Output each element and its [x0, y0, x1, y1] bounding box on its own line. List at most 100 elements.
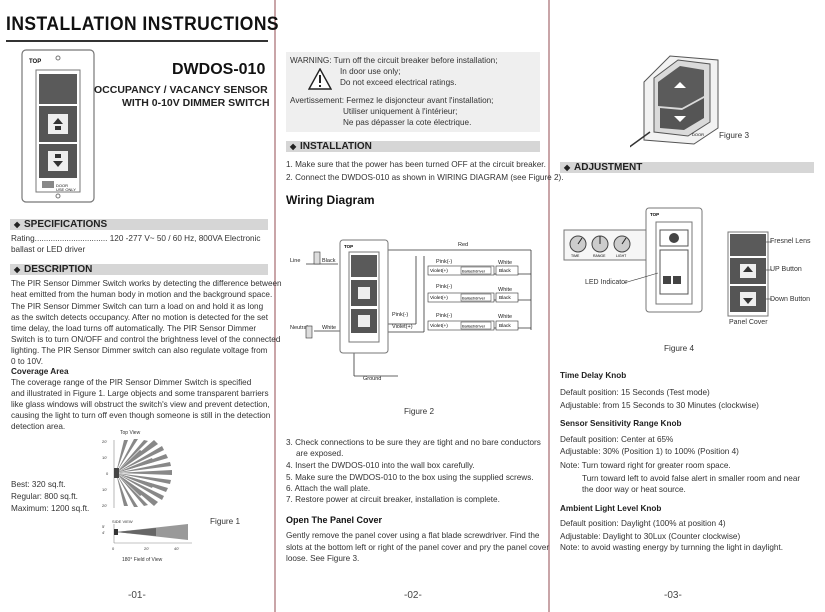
sensitivity-heading: Sensor Sensitivity Range Knob [560, 419, 682, 428]
ballast-group-1: Violet(+) Ballast/driver Black [427, 265, 519, 276]
ballast-label-3: Ballast/driver [462, 324, 486, 329]
coverage-line: The coverage range of the PIR Sensor Dim… [11, 378, 252, 387]
knob-light [613, 235, 631, 253]
installation-heading: ◆ INSTALLATION [286, 141, 540, 152]
y-tick: 0 [106, 471, 109, 476]
install-step-6: 6. Attach the wall plate. [286, 484, 371, 493]
coverage-line: and illustrated in Figure 1. Large objec… [11, 389, 269, 398]
ballast-label-2: Ballast/driver [462, 296, 486, 301]
install-step-4: 4. Insert the DWDOS-010 into the wall bo… [286, 461, 475, 470]
y-tick: 10' [102, 455, 107, 460]
black-right-3: Black [499, 323, 511, 329]
top-view-label: Top View [120, 430, 141, 436]
knob-label-time: TIME [571, 254, 580, 258]
violet-label-4: Violet(+) [392, 324, 413, 330]
panel-cover-line: Gently remove the panel cover using a fl… [286, 531, 540, 540]
led-indicator-label: LED Indicator [585, 279, 628, 286]
ambient-line: Note: to avoid wasting energy by turnnin… [560, 543, 784, 552]
warning-icon [308, 68, 332, 90]
coverage-best: Best: 320 sq.ft. [11, 480, 66, 489]
wiring-switch-illustration: TOP [339, 239, 389, 354]
warning-fr-line-3: Ne pas dépasser la cote électrique. [343, 118, 472, 127]
red-label: Red [458, 242, 468, 248]
description-heading: ◆ DESCRIPTION [10, 264, 268, 275]
sensitivity-line: Default position: Center at 65% [560, 435, 674, 444]
black-right-1: Black [499, 268, 511, 274]
pink-label-4: Pink(-) [392, 312, 408, 318]
diamond-icon: ◆ [290, 142, 297, 151]
ambient-line: Default position: Daylight (100% at posi… [560, 519, 726, 528]
time-delay-heading: Time Delay Knob [560, 371, 627, 380]
violet-label-1: Violet(+) [430, 268, 448, 274]
white-right-2: White [498, 287, 512, 293]
coverage-line: causing the light to turn off even thoug… [11, 411, 271, 420]
warning-line-3: Do not exceed electrical ratings. [340, 78, 457, 87]
install-step-5: 5. Make sure the DWDOS-010 to the box us… [286, 473, 534, 482]
fig3-door-label: DOOR [692, 132, 704, 137]
adjustment-heading: ◆ ADJUSTMENT [560, 162, 814, 173]
figure-3-caption: Figure 3 [719, 131, 750, 140]
desc-line: as the switch detects occupancy. After n… [11, 313, 268, 322]
spec-line-1: Rating................................ 1… [11, 234, 261, 243]
y-tick: 20' [102, 439, 107, 444]
product-subtitle-1: OCCUPANCY / VACANCY SENSOR [94, 84, 268, 96]
knob-label-range: RANGE [593, 254, 606, 258]
desc-line: 0 to 10V. [11, 357, 44, 366]
knob-range [591, 235, 609, 253]
pink-label-3: Pink(-) [436, 313, 452, 319]
black-right-2: Black [499, 295, 511, 301]
install-step-1: 1. Make sure that the power has been tur… [286, 160, 546, 169]
field-of-view-label: 180° Field of View [122, 557, 163, 563]
warning-fr-line-2: Utiliser uniquement à l'intérieur; [343, 107, 458, 116]
wiring-diagram: Line Black Neutral White Red Pink(-) Pin… [290, 239, 532, 382]
top-label: TOP [29, 59, 41, 65]
specifications-heading-text: SPECIFICATIONS [24, 219, 108, 230]
page-fold-2 [548, 0, 550, 612]
time-delay-line: Adjustable: from 15 Seconds to 30 Minute… [560, 401, 759, 410]
panel-cover-line: slots at the bottom left or right of the… [286, 543, 550, 552]
down-button-label: Down Button [770, 296, 811, 303]
sensitivity-note: Note: Turn toward right for greater room… [560, 461, 731, 470]
white-right-3: White [498, 314, 512, 320]
install-step-3: 3. Check connections to be sure they are… [286, 438, 541, 447]
diamond-icon: ◆ [14, 265, 21, 274]
neutral-label: Neutral [290, 325, 308, 331]
panel-cover-label: Panel Cover [729, 319, 768, 326]
figure-4-caption: Figure 4 [664, 344, 695, 353]
figure-3-illustration: DOOR [630, 55, 719, 148]
sensitivity-note: the door way or heat source. [582, 485, 686, 494]
white-right-1: White [498, 260, 512, 266]
side-x-tick: 0 [112, 546, 115, 551]
page-fold-1 [274, 0, 276, 612]
install-step-2: 2. Connect the DWDOS-010 as shown in WIR… [286, 173, 564, 182]
coverage-heading: Coverage Area [11, 367, 69, 376]
side-x-tick: 20' [144, 546, 149, 551]
ambient-heading: Ambient Light Level Knob [560, 504, 662, 513]
black-label: Black [322, 258, 336, 264]
coverage-fan [116, 439, 172, 507]
install-step-3b: are exposed. [296, 449, 344, 458]
side-x-tick: 40' [174, 546, 179, 551]
figure-2-caption: Figure 2 [404, 407, 435, 416]
y-tick: 10' [102, 487, 107, 492]
page-number-2: -02- [404, 590, 422, 601]
warning-box [286, 52, 540, 132]
description-heading-text: DESCRIPTION [24, 264, 93, 275]
page-number-3: -03- [664, 590, 682, 601]
white-label: White [322, 325, 336, 331]
side-y-tick: 5' [102, 524, 105, 529]
panel-cover-line: loose. See Figure 3. [286, 554, 360, 563]
wiring-top-label: TOP [344, 244, 353, 249]
ballast-label-1: Ballast/driver [462, 269, 486, 274]
warning-fr-line-1: Avertissement: Fermez le disjoncteur ava… [290, 96, 494, 105]
knob-label-light: LIGHT [616, 254, 627, 258]
knob-time [569, 235, 587, 253]
ambient-line: Adjustable: Daylight to 30Lux (Counter c… [560, 532, 741, 541]
time-delay-line: Default position: 15 Seconds (Test mode) [560, 388, 710, 397]
figure-1-caption: Figure 1 [210, 517, 241, 526]
model-number: DWDOS-010 [172, 61, 266, 78]
up-button-label: UP Button [770, 266, 802, 273]
ballast-group-3: Violet(+) Ballast/driver Black [427, 320, 519, 331]
pink-label-2: Pink(-) [436, 284, 452, 290]
desc-line: lighting. The PIR Sensor Dimmer switch c… [11, 346, 268, 355]
